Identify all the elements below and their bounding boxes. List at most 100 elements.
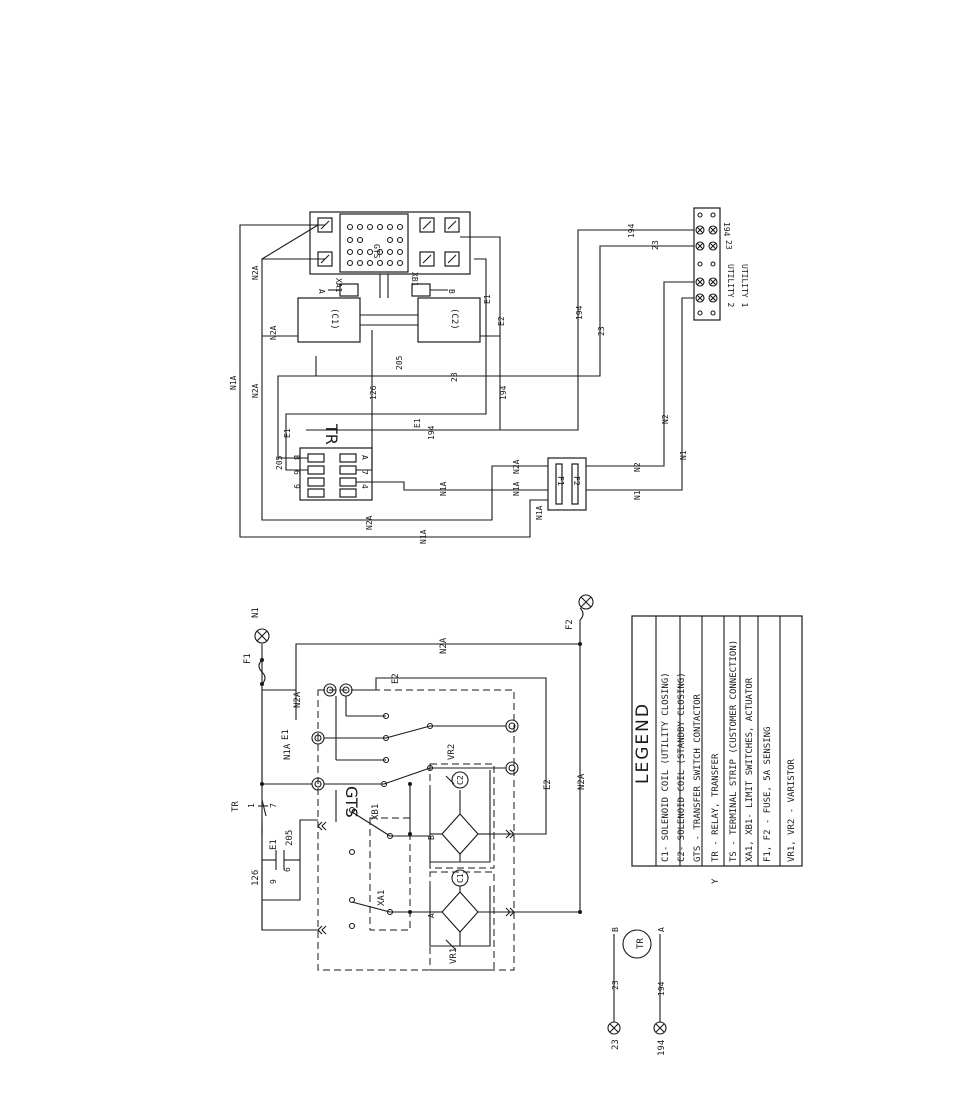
legend-item-ts: TS - TERMINAL STRIP (CUSTOMER CONNECTION… — [729, 640, 739, 862]
fuse-f1-label: F1 — [556, 476, 565, 486]
svg-text:E1: E1 — [413, 418, 422, 428]
gts-contact-holes — [346, 223, 404, 267]
xa1-a-label: A — [317, 289, 326, 294]
fuse-f2-label: F2 — [572, 476, 581, 486]
gts-enclosure — [317, 689, 515, 971]
n2a-top-label: N2A — [439, 637, 449, 654]
svg-text:N2A: N2A — [365, 515, 374, 530]
f1-fuse-icon — [258, 659, 266, 685]
svg-text:N1A: N1A — [512, 481, 521, 496]
svg-text:N2: N2 — [633, 462, 642, 472]
ts-23-label: 23 — [724, 240, 733, 250]
legend-title: LEGEND — [633, 702, 653, 784]
legend-item-tr: TR - RELAY, TRANSFER — [711, 753, 721, 862]
solenoid-coil-c2 — [417, 297, 481, 343]
svg-text:1: 1 — [247, 803, 256, 808]
connector-chevrons — [317, 821, 515, 935]
svg-text:N1: N1 — [679, 450, 688, 460]
term-194-label: 194 — [657, 1040, 667, 1056]
tr-term-7: 7 — [360, 470, 369, 475]
c1-dashed-box — [429, 871, 495, 971]
svg-text:205: 205 — [275, 455, 284, 470]
c1-schematic-label: C1 — [456, 873, 465, 883]
n1a-schematic-label: N1A — [283, 743, 293, 760]
tr-term-9: 9 — [292, 484, 301, 489]
legend-item-xa1-xb1: XA1, XB1- LIMIT SWITCHES, ACTUATOR — [745, 677, 755, 862]
legend-frame — [631, 615, 803, 867]
gts-label-top: GTS — [372, 244, 381, 259]
xa1-label: XA1 — [334, 278, 343, 293]
svg-text:N1: N1 — [633, 490, 642, 500]
legend-item-gts: GTS - TRANSFER SWITCH CONTACTOR — [693, 693, 703, 862]
legend: LEGEND C1- SOLENOID COIL (UTILITY CLOSIN… — [631, 615, 803, 867]
xa1-dashed-box — [369, 817, 411, 931]
e2-right-label: E2 — [543, 779, 553, 790]
n1-label: N1 — [251, 607, 261, 618]
term-23-label: 23 — [611, 1039, 621, 1050]
svg-text:N2A: N2A — [512, 459, 521, 474]
tr-coil-terminals — [607, 929, 667, 1035]
c2-bridge: C2 — [429, 770, 491, 863]
svg-text:23: 23 — [651, 240, 660, 250]
svg-text:23: 23 — [597, 326, 606, 336]
svg-text:B: B — [427, 835, 436, 840]
svg-text:23: 23 — [450, 372, 459, 382]
svg-text:N1A: N1A — [419, 529, 428, 544]
svg-text:B: B — [611, 927, 620, 932]
gts-schematic-lugs — [311, 683, 519, 791]
svg-text:E1: E1 — [483, 294, 492, 304]
svg-text:E1: E1 — [283, 428, 292, 438]
ts-194-label: 194 — [722, 222, 731, 237]
n1-terminal-icon — [254, 628, 270, 644]
c2-dashed-box — [429, 763, 495, 869]
svg-text:N1A: N1A — [439, 481, 448, 496]
xa1-switch — [348, 896, 430, 930]
svg-text:6: 6 — [283, 867, 292, 872]
svg-text:N1A: N1A — [535, 505, 544, 520]
svg-text:N2A: N2A — [269, 325, 278, 340]
svg-text:194: 194 — [627, 223, 636, 238]
fuse-holder — [547, 457, 587, 511]
svg-text:N2: N2 — [661, 414, 670, 424]
vr1-label: VR1 — [449, 948, 459, 964]
svg-text:N1A: N1A — [229, 375, 238, 390]
f2-fuse-icon — [579, 607, 584, 621]
n2a-left-label: N2A — [293, 691, 303, 708]
svg-text:A: A — [427, 913, 436, 918]
c2-schematic-label: C2 — [456, 775, 465, 785]
c2-label: (C2) — [449, 308, 459, 330]
svg-text:194: 194 — [657, 981, 666, 996]
wiring-wire-labels: N1A N2A N2A N2A 205 205 126 23 23 23 194… — [229, 223, 688, 544]
ts-utility-2-label: UTILITY 2 — [726, 264, 735, 308]
svg-text:7: 7 — [269, 803, 278, 808]
svg-text:N2A: N2A — [251, 265, 260, 280]
gts-lugs — [317, 217, 460, 267]
svg-text:126: 126 — [251, 870, 261, 886]
legend-item-c1: C1- SOLENOID COIL (UTILITY CLOSING) — [661, 672, 671, 862]
n2a-right-label: N2A — [577, 773, 587, 790]
svg-text:9: 9 — [269, 879, 278, 884]
svg-text:126: 126 — [369, 385, 378, 400]
n2-terminal-icon — [578, 594, 594, 610]
xb1-schematic-label: XB1 — [371, 804, 381, 820]
solenoid-coil-c1 — [297, 297, 361, 343]
xa1-schematic-label: XA1 — [377, 890, 387, 906]
vr2-label: VR2 — [447, 744, 457, 760]
gts-schematic-label: GTS — [342, 786, 361, 818]
legend-item-varistors: VR1, VR2 - VARISTOR — [787, 758, 797, 862]
tr-term-6: 6 — [292, 470, 301, 475]
c1-bridge: C1 — [429, 869, 514, 951]
ts-utility-1-label: UTILITY 1 — [740, 264, 749, 308]
schematic-diagram: GTS N1 F1 N2A N2A N2A F2 — [231, 594, 721, 1056]
svg-text:E2: E2 — [497, 316, 506, 326]
svg-text:205: 205 — [395, 355, 404, 370]
xb1-label: XB1 — [410, 272, 419, 287]
f2-label: F2 — [565, 619, 575, 630]
svg-text:23: 23 — [611, 980, 620, 990]
wiring-wires — [239, 224, 694, 538]
svg-text:205: 205 — [285, 830, 295, 846]
e2-top-label: E2 — [391, 673, 401, 684]
c1-label: (C1) — [329, 308, 339, 330]
stray-y-label: Y — [711, 878, 721, 884]
